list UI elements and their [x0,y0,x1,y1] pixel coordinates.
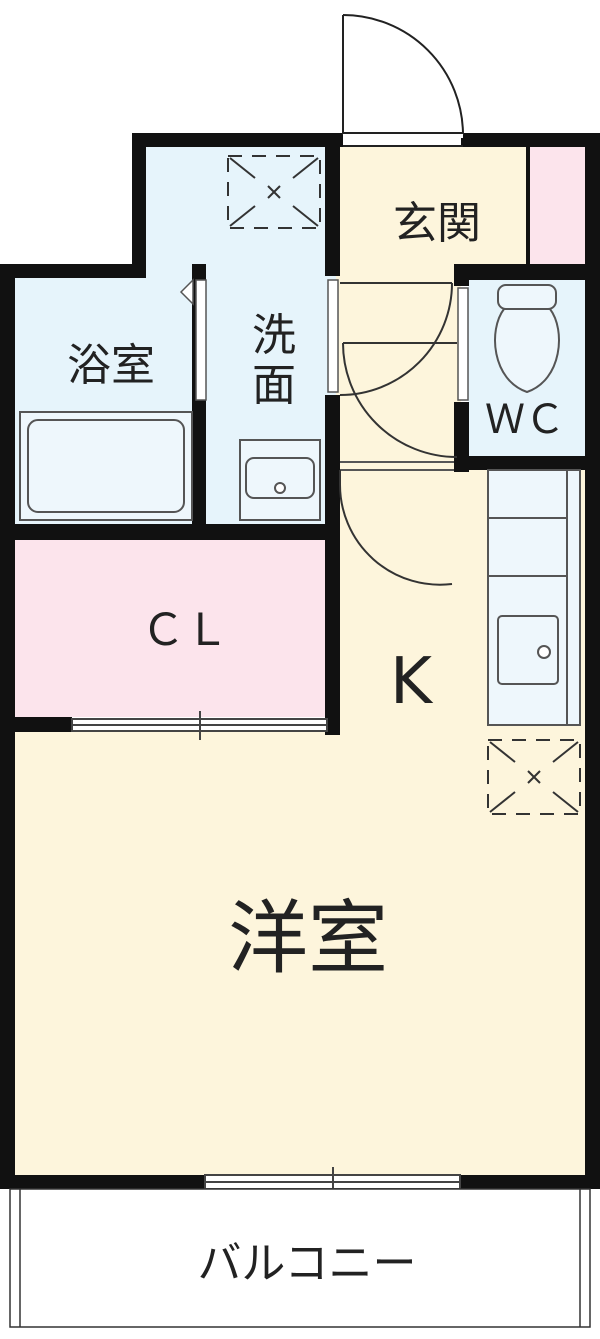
washer-space-x [229,157,319,227]
fridge-space [487,739,581,815]
balcony-outline [9,1188,591,1328]
western-room-fill [15,732,585,1176]
closet-fill [15,540,328,717]
wc-label: ＷＣ [485,397,565,443]
fridge-space-x [489,741,579,813]
kitchen-label: K [390,645,434,719]
toilet [494,284,560,394]
closet-label: ＣＬ [141,605,229,656]
kitchen-counter [487,469,581,726]
western-room-label: 洋室 [228,892,388,985]
bath-drain-mark [179,278,194,306]
balcony-label: バルコニー [197,1238,416,1289]
washroom-label-bottom: 面 [252,360,296,411]
interior-doors [195,279,469,586]
hall-fill [336,270,461,472]
washroom-label-top: 洗 [252,310,296,361]
closet-sliding-door [71,711,328,740]
bathtub [19,411,193,521]
washbasin [239,439,321,521]
washer-space [227,155,321,229]
genkan-fill [340,146,526,272]
entry-door [342,14,464,147]
genkan-label: 玄関 [393,198,481,249]
shoe-closet-fill [526,146,585,266]
bath-label: 浴室 [67,340,155,391]
